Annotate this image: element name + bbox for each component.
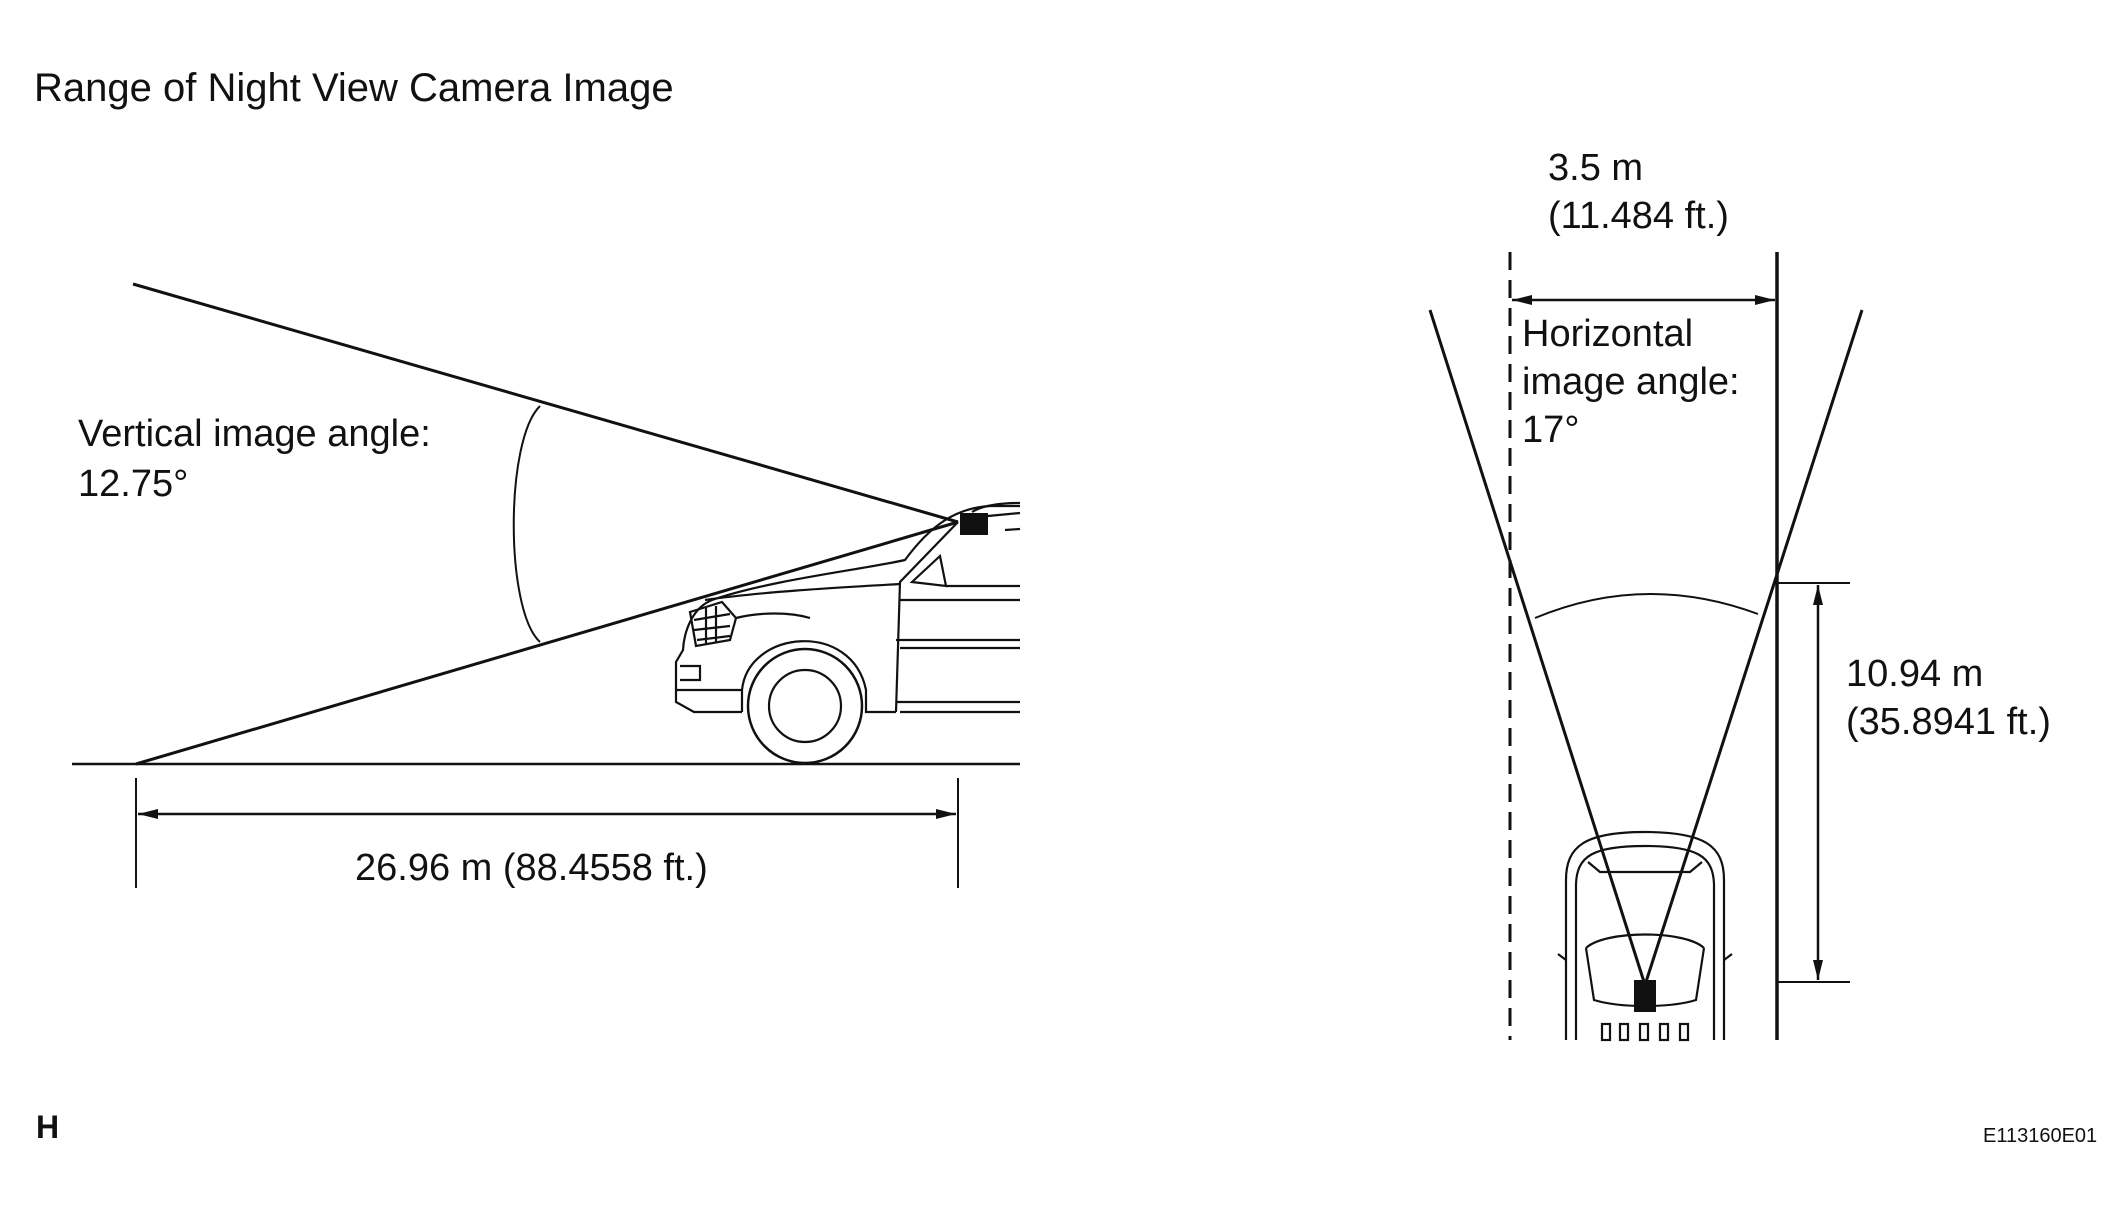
figure-code: E113160E01 bbox=[1983, 1125, 2098, 1147]
vertical-angle-label: Vertical image angle: bbox=[78, 413, 431, 455]
vertical-angle-arc bbox=[512, 405, 541, 643]
horizontal-angle-label-line2: image angle: bbox=[1522, 361, 1740, 403]
horizontal-angle-arc bbox=[1534, 593, 1759, 619]
lane-width-meters: 3.5 m bbox=[1548, 147, 1644, 189]
side-camera-unit bbox=[960, 513, 988, 535]
horizontal-angle-label-line1: Horizontal bbox=[1522, 313, 1694, 355]
right-beam-line bbox=[1643, 309, 1864, 986]
lane-width-feet: (11.484 ft.) bbox=[1548, 195, 1729, 237]
upper-beam-line bbox=[132, 282, 959, 524]
side-view bbox=[72, 282, 1021, 888]
top-camera-unit bbox=[1634, 980, 1656, 1012]
suv-side-view bbox=[674, 501, 1021, 765]
horizontal-angle-value: 17° bbox=[1522, 409, 1580, 451]
side-distance-label: 26.96 m (88.4558 ft.) bbox=[355, 847, 708, 889]
vertical-angle-value: 12.75° bbox=[78, 463, 189, 505]
near-distance-feet: (35.8941 ft.) bbox=[1846, 701, 2051, 743]
suv-top-view bbox=[1557, 830, 1733, 1042]
near-distance-meters: 10.94 m bbox=[1846, 653, 1984, 695]
section-mark: H bbox=[36, 1109, 60, 1145]
top-view bbox=[1428, 252, 1864, 1042]
figure-title: Range of Night View Camera Image bbox=[34, 66, 674, 110]
lower-beam-line bbox=[135, 520, 959, 766]
